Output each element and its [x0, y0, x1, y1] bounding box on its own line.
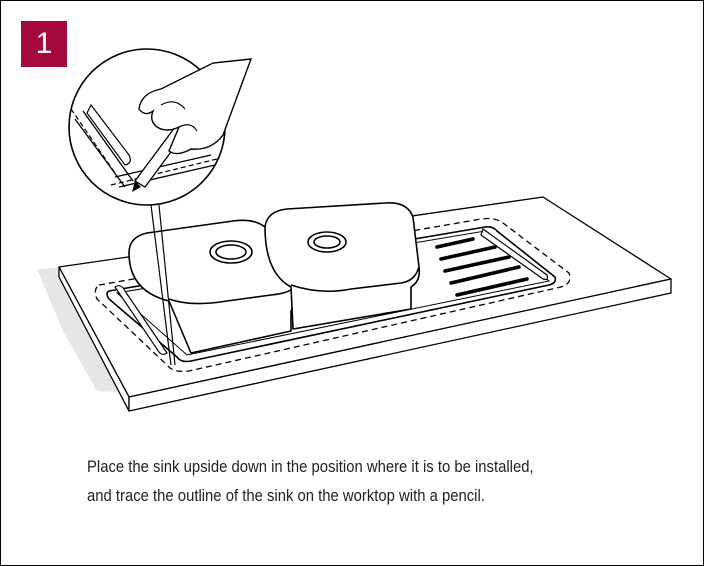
instruction-line-2: and trace the outline of the sink on the… [87, 482, 627, 511]
instruction-line-1: Place the sink upside down in the positi… [87, 453, 627, 482]
magnifier-detail [69, 49, 251, 205]
sink-installation-illustration [1, 1, 704, 431]
instruction-text: Place the sink upside down in the positi… [87, 453, 627, 511]
